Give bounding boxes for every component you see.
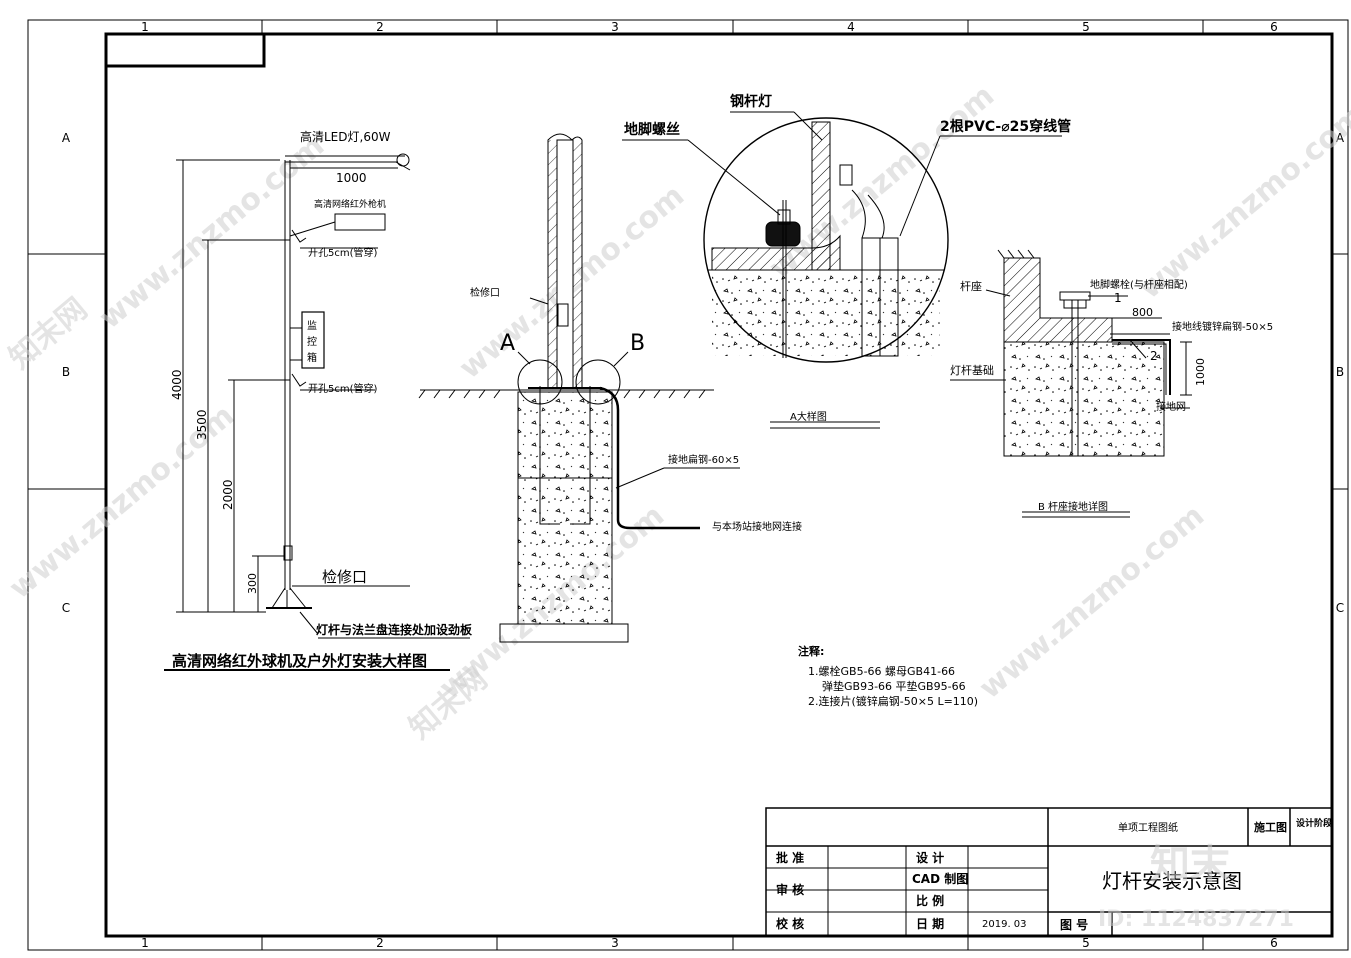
design-label: 设 计 [916, 850, 944, 865]
row-label: A [1336, 131, 1345, 145]
title-block [765, 807, 1333, 937]
watermark-brand: 知末网 [3, 291, 94, 376]
notes-line-1: 1.螺栓GB5-66 螺母GB41-66 [808, 664, 955, 678]
row-label: A [62, 131, 71, 145]
cabinet-label-1: 监 [307, 319, 317, 332]
steel-pole-label: 钢杆灯 [730, 93, 772, 110]
row-label: B [62, 365, 70, 379]
review-label: 审 核 [776, 882, 804, 897]
pole-caption: 高清网络红外球机及户外灯安装大样图 [172, 652, 427, 670]
column-label: 2 [376, 20, 384, 34]
dimension-3500: 3500 [195, 409, 209, 440]
date-label: 日 期 [916, 916, 944, 931]
notes-line-2: 弹垫GB93-66 平垫GB95-66 [822, 679, 966, 693]
cabinet-label-3: 箱 [307, 351, 317, 364]
watermark-text: www.znzmo.com [93, 128, 331, 336]
mark-b: B [630, 331, 645, 356]
cabinet-label-2: 控 [307, 335, 317, 348]
date-value: 2019. 03 [982, 919, 1027, 930]
column-label: 4 [847, 20, 855, 34]
dimension-2000: 2000 [221, 479, 235, 510]
lamp-label: 高清LED灯,60W [300, 129, 391, 144]
column-label: 5 [1082, 936, 1090, 950]
foundation-detail-text: 检修口 A B 接地扁钢-60×5 与本场站接地网连接 [470, 286, 802, 533]
scale-label: 比 例 [916, 893, 944, 908]
stiffener-label: 灯杆与法兰盘连接处加设劲板 [316, 622, 473, 637]
mark-a: A [500, 331, 515, 356]
title-block-text: 单项工程图纸 施工图 设计阶段 批 准 审 核 校 核 设 计 CAD 制图 比… [776, 817, 1333, 932]
column-label: 3 [611, 936, 619, 950]
brand-logo: 知末 ID: 1124837271 [1098, 842, 1294, 932]
hole-label-upper: 开孔5cm(管穿) [308, 246, 378, 259]
hole-label-lower: 开孔5cm(管穿) [308, 382, 378, 395]
drawing-number-label: 图 号 [1060, 917, 1088, 932]
drawing-title: 灯杆安装示意图 [1102, 869, 1242, 893]
detail-b-text: 杆座 地脚螺栓(与杆座相配) 1 800 接地线镀锌扁钢-50×5 2 1000… [950, 278, 1273, 513]
anchor-bolt-label: 地脚螺丝 [624, 121, 680, 138]
id-text: ID: 1124837271 [1098, 907, 1294, 932]
detail-b [950, 249, 1192, 518]
detail-b-caption: B 杆座接地详图 [1038, 500, 1108, 513]
approve-label: 批 准 [776, 850, 804, 865]
column-label: 1 [141, 936, 149, 950]
ground-wire-label: 接地线镀锌扁钢-50×5 [1172, 320, 1273, 333]
dimension-4000: 4000 [170, 369, 184, 400]
detail-a [622, 111, 1062, 429]
notes: 注释: 1.螺栓GB5-66 螺母GB41-66 弹垫GB93-66 平垫GB9… [798, 644, 978, 708]
foundation-label: 灯杆基础 [950, 363, 994, 377]
anchor-label: 地脚螺栓(与杆座相配) [1090, 278, 1188, 291]
dim-1000: 1000 [1194, 358, 1207, 386]
column-label: 3 [611, 20, 619, 34]
ground-net-label: 接地网 [1156, 400, 1186, 413]
column-label: 6 [1270, 936, 1278, 950]
row-label: C [62, 601, 70, 615]
foundation-detail [418, 133, 740, 643]
row-label: B [1336, 365, 1344, 379]
item-1: 1 [1114, 291, 1122, 305]
logo-text: 知末 [1150, 842, 1230, 888]
base-label: 杆座 [960, 279, 982, 293]
ground-strap-label: 接地扁钢-60×5 [668, 453, 739, 466]
hatch-label: 检修口 [470, 286, 500, 299]
dim-800: 800 [1132, 306, 1153, 319]
grid-labels: 1 2 3 4 5 6 1 2 3 5 6 A B C A B C [62, 20, 1345, 950]
sheet-frame [27, 19, 1349, 951]
conduit-label: 2根PVC-⌀25穿线管 [940, 118, 1071, 135]
pole-detail-text: 高清LED灯,60W 1000 高清网络红外枪机 开孔5cm(管穿) 监 控 箱… [170, 129, 473, 670]
ground-net-label: 与本场站接地网连接 [712, 520, 802, 533]
column-label: 2 [376, 936, 384, 950]
watermark-text: www.znzmo.com [973, 498, 1211, 706]
camera-label: 高清网络红外枪机 [314, 198, 386, 210]
detail-a-caption: A大样图 [790, 410, 827, 423]
project-label: 单项工程图纸 [1118, 821, 1178, 834]
watermark-text: www.znzmo.com [1133, 98, 1351, 306]
row-label: C [1336, 601, 1344, 615]
column-label: 1 [141, 20, 149, 34]
check-label: 校 核 [776, 916, 804, 931]
column-label: 5 [1082, 20, 1090, 34]
arm-length: 1000 [336, 171, 367, 185]
column-label: 6 [1270, 20, 1278, 34]
hatch-label: 检修口 [322, 568, 367, 586]
dimension-300: 300 [246, 573, 259, 594]
item-2: 2 [1150, 349, 1158, 363]
detail-a-text: 钢杆灯 地脚螺丝 2根PVC-⌀25穿线管 A大样图 [624, 93, 1071, 423]
cad-label: CAD 制图 [912, 871, 968, 886]
stage-label: 施工图 [1254, 820, 1287, 834]
notes-line-3: 2.连接片(镀锌扁钢-50×5 L=110) [808, 694, 978, 708]
pole-detail [164, 153, 470, 671]
notes-title: 注释: [798, 644, 824, 658]
stage-header: 设计阶段 [1296, 817, 1333, 829]
